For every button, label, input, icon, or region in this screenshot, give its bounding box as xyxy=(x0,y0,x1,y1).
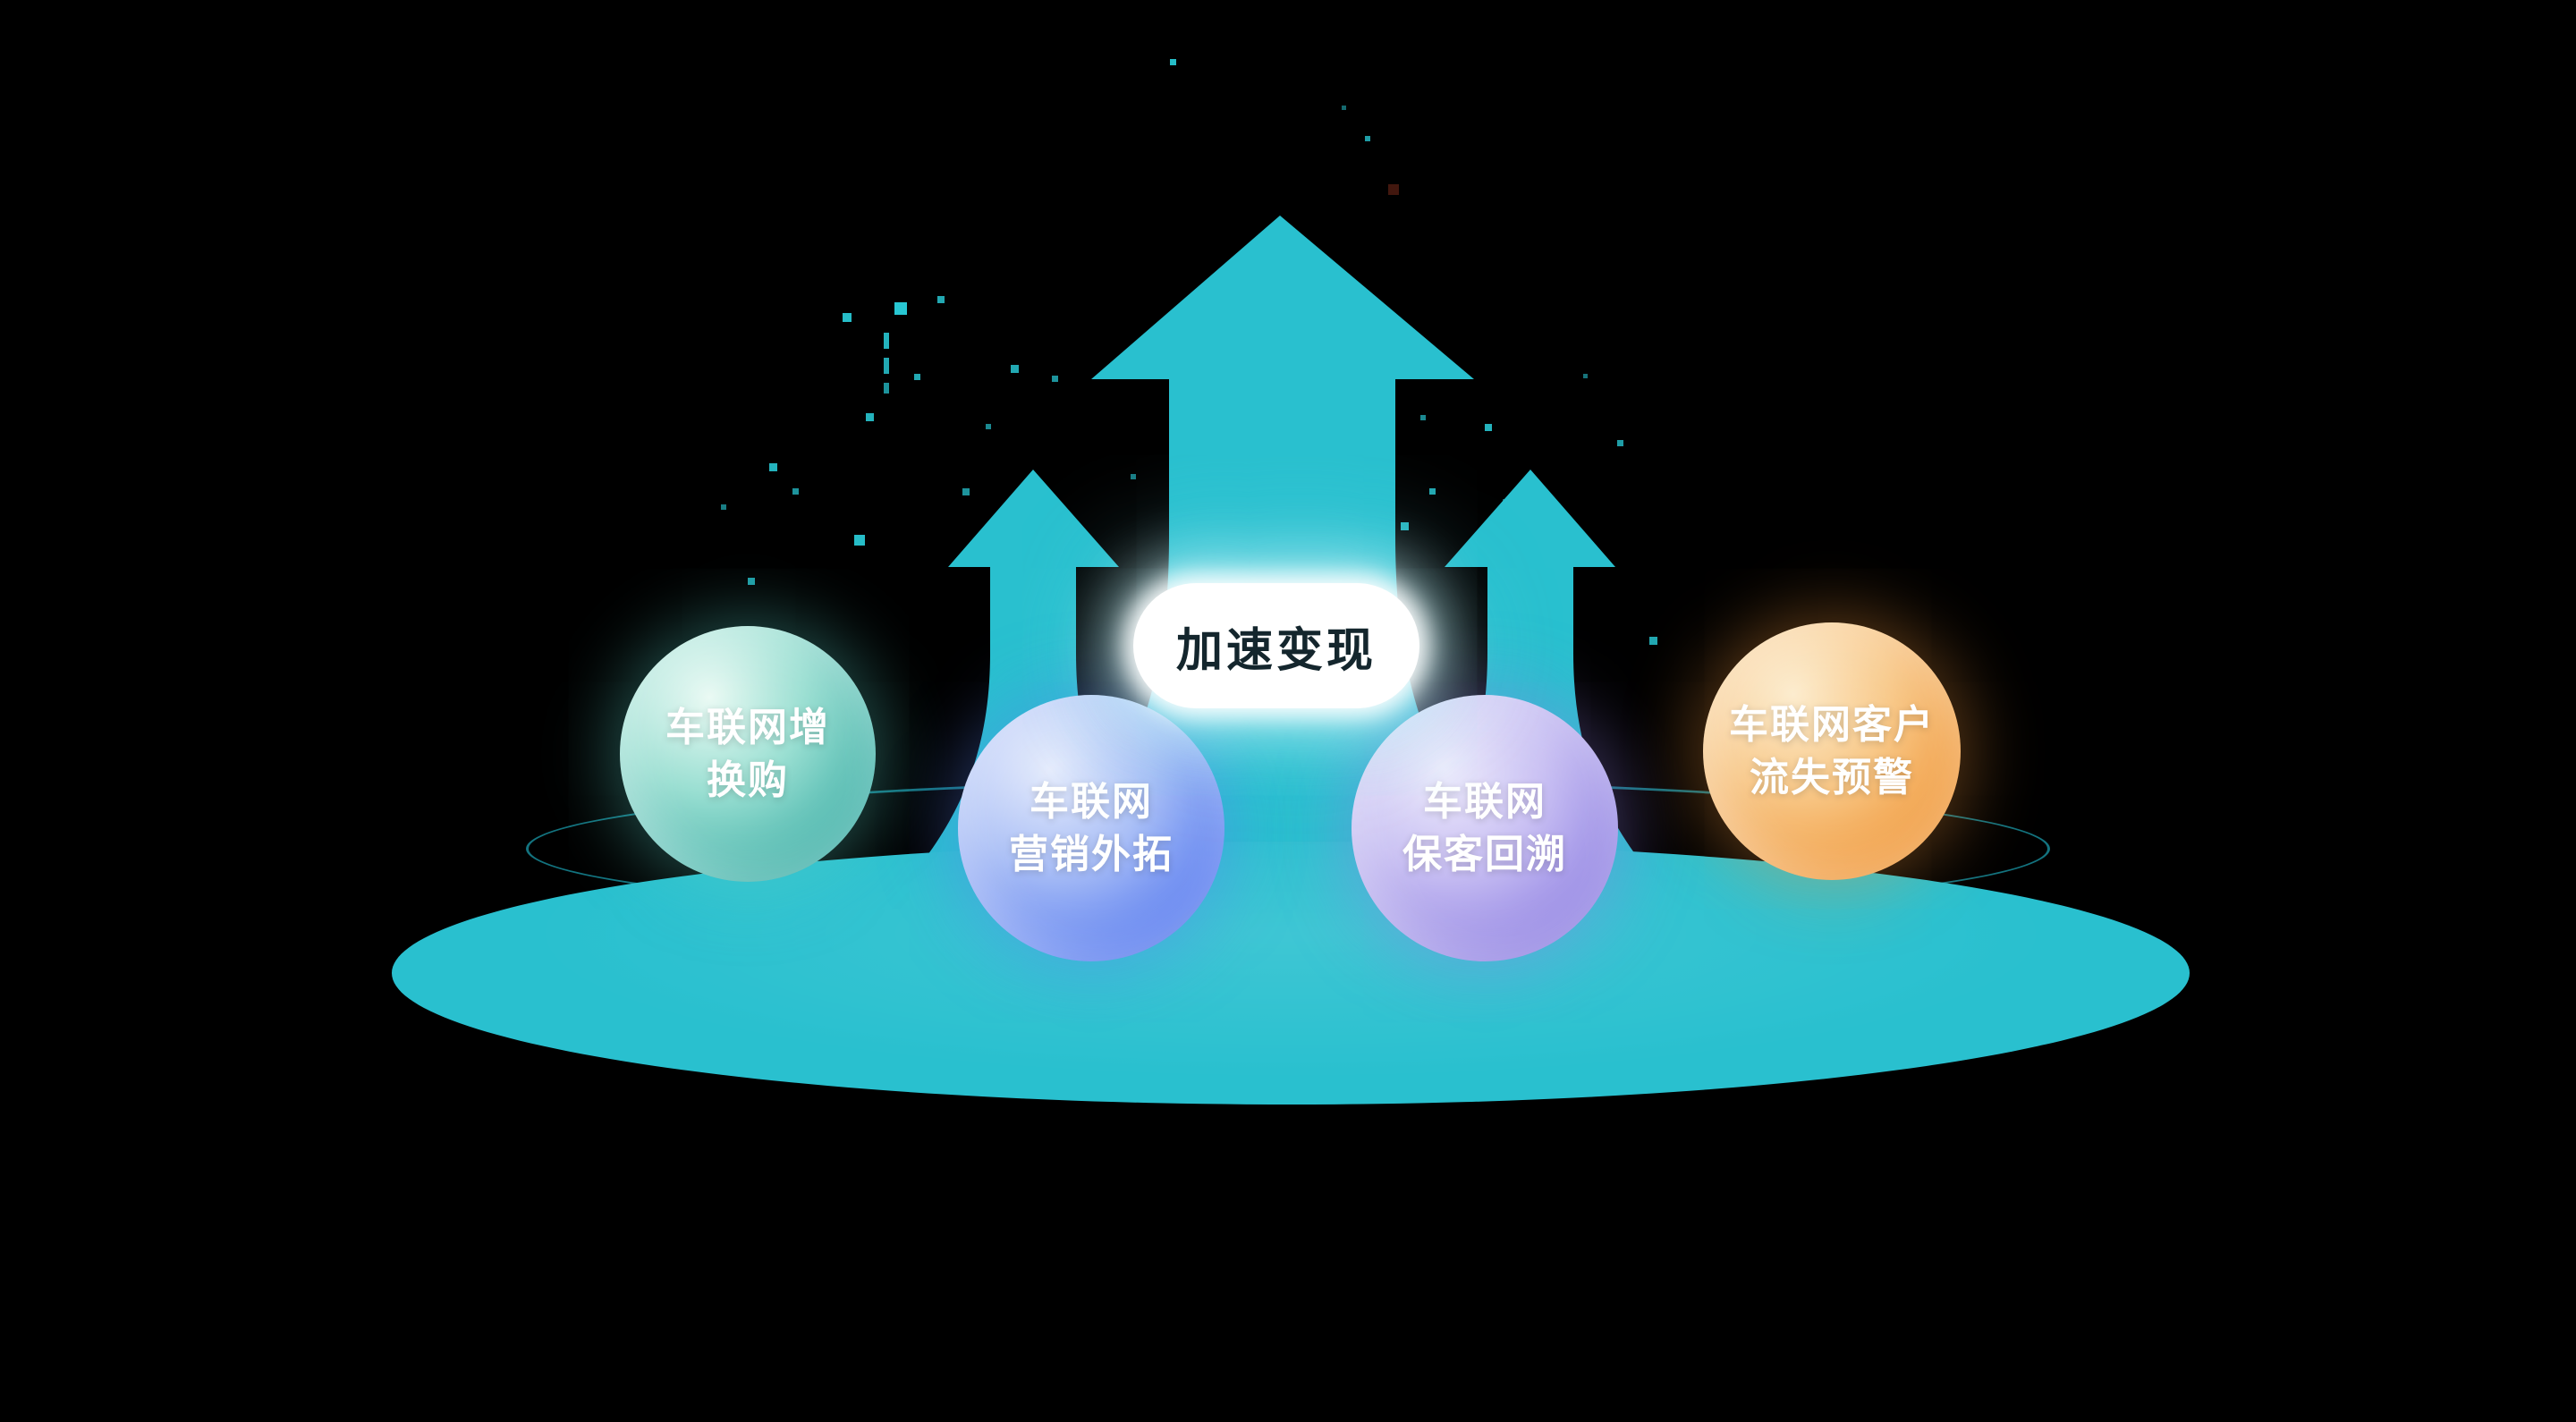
sphere-iov-trade-in-upgrade: 车联网增 换购 xyxy=(620,626,876,882)
particle-dot xyxy=(1131,474,1136,479)
sphere-label-churn: 车联网客户 流失预警 xyxy=(1729,698,1935,805)
particle-dot xyxy=(721,504,726,510)
particle-dot xyxy=(914,374,920,380)
sphere-iov-marketing-expansion: 车联网 营销外拓 xyxy=(958,695,1224,961)
particle-dot xyxy=(792,488,799,495)
particle-dot xyxy=(1649,637,1657,645)
particle-dot xyxy=(986,424,991,429)
particle-dot xyxy=(1342,106,1346,110)
sphere-label-line: 车联网 xyxy=(1423,779,1546,824)
particle-dot xyxy=(1420,415,1426,420)
particle-dot xyxy=(1583,374,1588,378)
particle-dot xyxy=(884,383,889,394)
particle-dot xyxy=(937,296,945,303)
particle-dot xyxy=(962,488,970,495)
particle-dot xyxy=(1388,184,1399,195)
particle-dot xyxy=(748,578,755,585)
particle-dot xyxy=(866,413,874,421)
sphere-label-retention: 车联网 保客回溯 xyxy=(1402,775,1567,882)
particle-dot xyxy=(894,302,907,315)
sphere-iov-churn-warning: 车联网客户 流失预警 xyxy=(1703,622,1961,880)
sphere-label-line: 营销外拓 xyxy=(1009,833,1174,876)
sphere-label-line: 保客回溯 xyxy=(1402,833,1567,876)
particle-dot xyxy=(843,313,852,322)
particle-dot xyxy=(1485,424,1492,431)
accelerate-label-text: 加速变现 xyxy=(1175,624,1377,677)
particle-dot xyxy=(1170,59,1176,65)
platform-ellipse xyxy=(392,842,2190,1105)
particle-dot xyxy=(1617,440,1623,446)
particle-dot xyxy=(1052,376,1058,382)
sphere-label-line: 换购 xyxy=(707,758,789,802)
particle-dot xyxy=(854,535,865,546)
particle-dot xyxy=(1365,136,1370,141)
particle-dot xyxy=(1429,488,1436,495)
accelerate-label: 加速变现 xyxy=(1133,583,1419,708)
particle-dot xyxy=(1401,522,1409,530)
particle-dot xyxy=(769,463,777,471)
sphere-label-line: 车联网客户 xyxy=(1729,702,1935,747)
particle-dot xyxy=(1011,365,1019,373)
sphere-label-line: 流失预警 xyxy=(1750,756,1914,800)
sphere-label-marketing: 车联网 营销外拓 xyxy=(1009,775,1174,882)
sphere-label-line: 车联网增 xyxy=(665,705,830,749)
sphere-iov-customer-retention: 车联网 保客回溯 xyxy=(1352,695,1618,961)
sphere-label-line: 车联网 xyxy=(1030,779,1153,824)
sphere-label-trade-in: 车联网增 换购 xyxy=(665,701,830,808)
particle-dot xyxy=(884,358,889,374)
particle-dot xyxy=(884,333,889,349)
